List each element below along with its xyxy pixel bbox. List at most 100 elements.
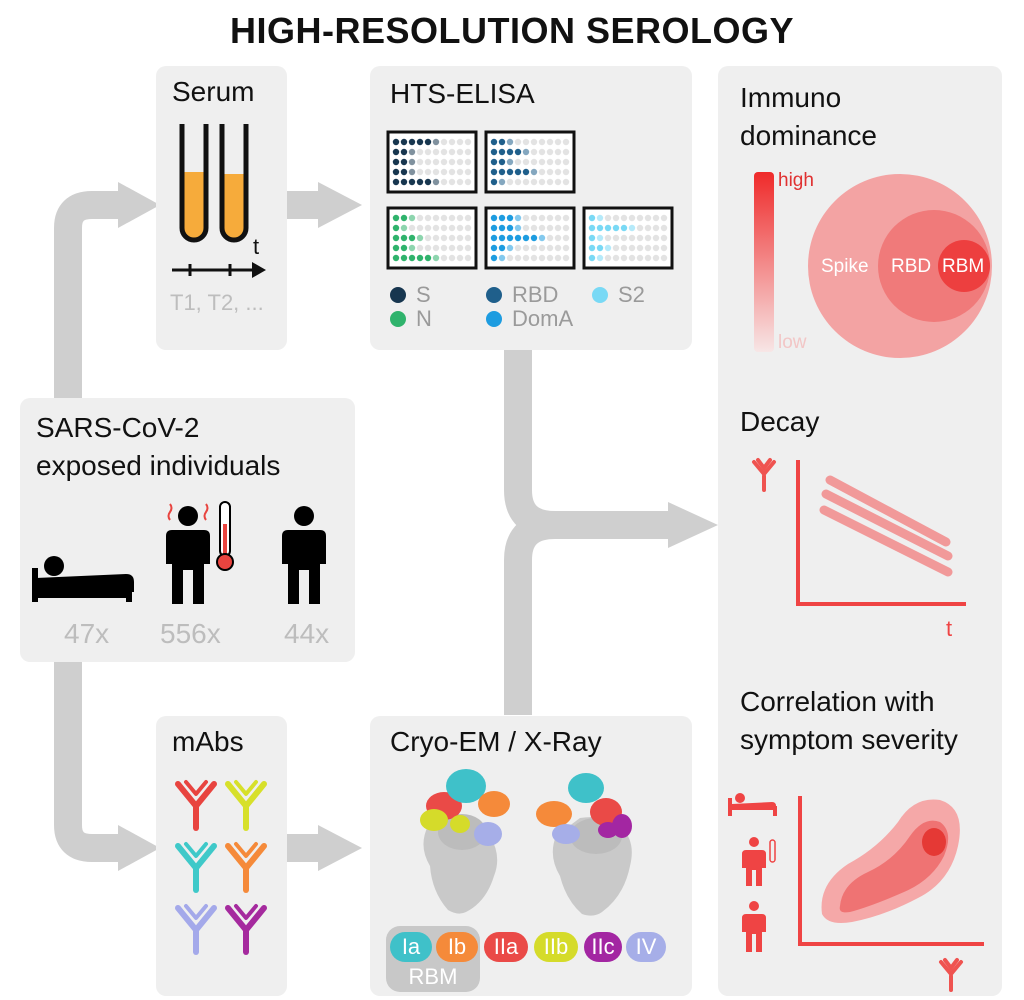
plate-well (596, 254, 604, 262)
rbm-circle (938, 240, 990, 292)
decay-title: Decay (740, 406, 820, 437)
plate-well (604, 224, 612, 232)
plate-well (498, 178, 506, 186)
plate-well (416, 234, 424, 242)
plate-well (490, 244, 498, 252)
test-tubes-icon (172, 124, 266, 278)
plate-well (408, 158, 416, 166)
scale-low-label: low (778, 332, 807, 353)
plate-well (612, 214, 620, 222)
plate-well (538, 254, 546, 262)
plate-well (506, 148, 514, 156)
plate-well (448, 244, 456, 252)
plate-well (498, 168, 506, 176)
antibody-y-icon (752, 458, 776, 492)
epitope-ia: Ia (390, 932, 432, 962)
plate-well (546, 224, 554, 232)
plate-well (424, 158, 432, 166)
plate-well (554, 254, 562, 262)
plate-well (538, 224, 546, 232)
plate-well (392, 254, 400, 262)
plate-well (448, 234, 456, 242)
plate-well (440, 148, 448, 156)
plate-well (498, 254, 506, 262)
mabs-title: mAbs (172, 726, 244, 757)
plate-well (506, 244, 514, 252)
plate-well (432, 138, 440, 146)
plate-well (620, 234, 628, 242)
plate-well (604, 244, 612, 252)
plate-well (530, 244, 538, 252)
antibody-icon (175, 780, 217, 831)
plate-well (490, 168, 498, 176)
plate-well (562, 138, 570, 146)
timepoints-label: T1, T2, ... (170, 290, 264, 315)
legend-n-swatch (390, 311, 406, 327)
results-panel: Immuno dominance high low Spike RBD RBM … (718, 66, 1002, 996)
antibody-icon (225, 904, 267, 955)
plate-well (432, 168, 440, 176)
antibody-y-small-icon (939, 958, 963, 992)
plate-well (514, 158, 522, 166)
plate-well (464, 178, 472, 186)
plate-well (538, 148, 546, 156)
plate-well (464, 168, 472, 176)
plate-well (530, 234, 538, 242)
plate-well (660, 254, 668, 262)
plate-well (546, 168, 554, 176)
epitope-iia: IIa (484, 932, 528, 962)
plate-well (432, 254, 440, 262)
plate-well (636, 224, 644, 232)
plate-well (644, 224, 652, 232)
legend-rbd-swatch (486, 287, 502, 303)
plate-well (644, 234, 652, 242)
individuals-panel: SARS-CoV-2 exposed individuals 47x 556x … (20, 398, 355, 662)
plate-well (636, 214, 644, 222)
plate-well (620, 224, 628, 232)
plate-well (530, 214, 538, 222)
plate-well (652, 224, 660, 232)
plate-well (546, 138, 554, 146)
plate-well (612, 224, 620, 232)
serum-title: Serum (172, 76, 255, 107)
legend-doma: DomA (486, 306, 573, 332)
rbm-group-label: RBM (408, 964, 458, 989)
person-small-icon (742, 901, 766, 952)
plate-well (498, 138, 506, 146)
count-healthy: 44x (284, 618, 330, 649)
correlation-title-line2: symptom severity (740, 724, 958, 755)
plate-well (514, 168, 522, 176)
feverish-person-small-icon (742, 837, 776, 886)
plate-well (448, 224, 456, 232)
plate-well (456, 148, 464, 156)
plate-well (424, 224, 432, 232)
plate-well (546, 158, 554, 166)
plate-well (522, 148, 530, 156)
plate-well (432, 234, 440, 242)
plate-well (392, 148, 400, 156)
legend-s2-label: S2 (618, 282, 645, 307)
plate-well (554, 224, 562, 232)
plate-well (514, 244, 522, 252)
plate-well (538, 234, 546, 242)
plate-well (408, 168, 416, 176)
epitope-iv: IV (626, 932, 666, 962)
plate-well (652, 234, 660, 242)
plate-well (416, 168, 424, 176)
plate-well (588, 234, 596, 242)
decay-line-3 (819, 505, 953, 577)
plate-well (644, 244, 652, 252)
plate-well (620, 254, 628, 262)
plate-well (530, 148, 538, 156)
plate-well (514, 178, 522, 186)
plate-well (400, 214, 408, 222)
plate-well (628, 224, 636, 232)
antibody-icon (225, 780, 267, 831)
plate-well (416, 158, 424, 166)
plate-well (456, 158, 464, 166)
plate-well (628, 244, 636, 252)
epitope-iic: IIc (584, 932, 622, 962)
plate-well (562, 234, 570, 242)
plate-well (432, 224, 440, 232)
